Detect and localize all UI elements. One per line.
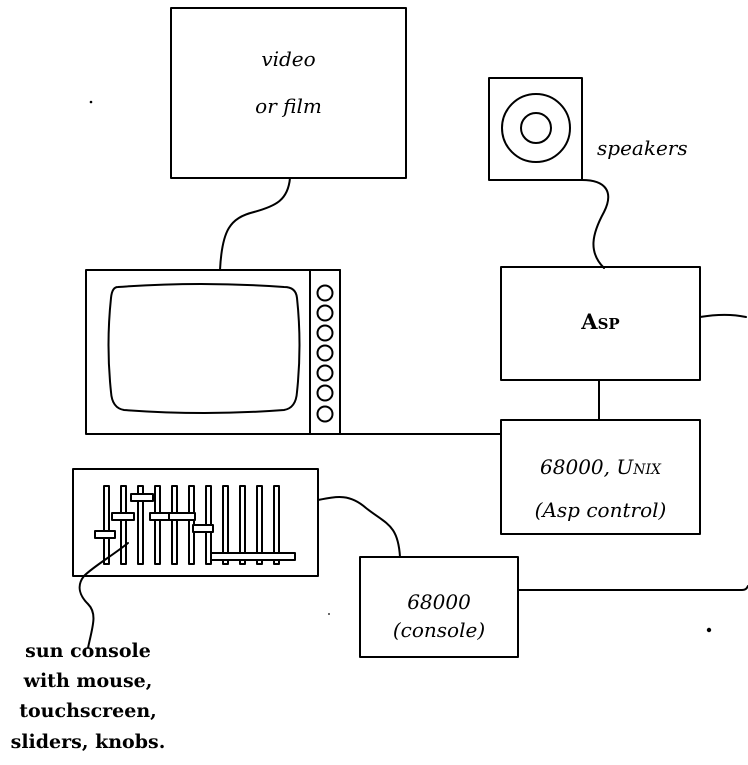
scan-speck xyxy=(707,628,711,632)
film-label: or film xyxy=(171,94,406,118)
asp-label: Asp xyxy=(501,309,700,334)
sun-console-caption-line1: sun console xyxy=(0,640,176,662)
speaker-to-asp-cable xyxy=(582,180,608,268)
unix-label: 68000, Unix xyxy=(501,455,700,479)
asp-control-label: (Asp control) xyxy=(501,498,700,522)
slider-console-icon xyxy=(73,469,318,576)
scan-speck xyxy=(90,101,93,104)
console-label: (console) xyxy=(360,618,518,642)
video-label: video xyxy=(171,47,406,71)
video-to-monitor-cable xyxy=(220,178,290,270)
console-cpu-label: 68000 xyxy=(360,590,518,614)
sun-console-caption-line3: touchscreen, xyxy=(0,700,176,722)
asp-output-cable xyxy=(700,315,746,317)
sliders-to-console-cable xyxy=(318,497,400,557)
unix-label-line1: 68000, Unix xyxy=(540,455,661,479)
video-box xyxy=(171,8,406,178)
sun-console-caption-line4: sliders, knobs. xyxy=(0,731,176,753)
speakers-label: speakers xyxy=(597,136,688,160)
sun-console-caption-line2: with mouse, xyxy=(0,670,176,692)
monitor-icon xyxy=(86,270,340,434)
speakers-icon xyxy=(489,78,582,180)
console-to-right-link xyxy=(518,586,748,590)
scan-speck xyxy=(328,613,330,615)
